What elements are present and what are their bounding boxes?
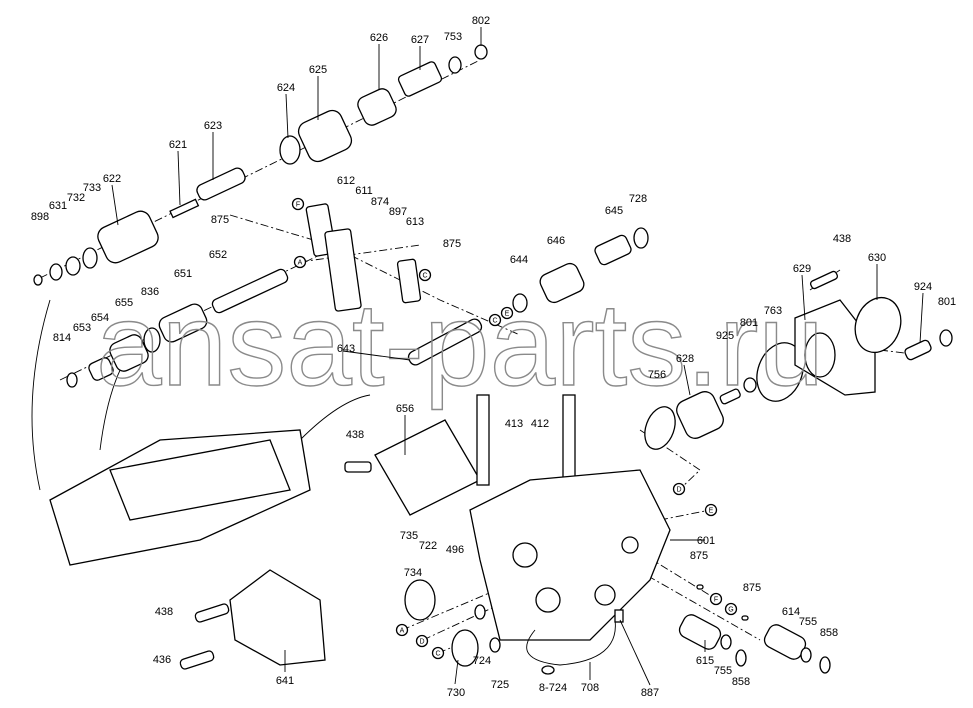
svg-text:C: C [435, 651, 440, 658]
svg-text:A: A [400, 628, 405, 635]
part-label[interactable]: 755 [714, 665, 732, 677]
ref-marker: D [415, 634, 429, 648]
svg-text:D: D [676, 487, 681, 494]
svg-text:C: C [492, 318, 497, 325]
part-label[interactable]: 643 [337, 343, 355, 355]
part-label[interactable]: 735 [400, 530, 418, 542]
ref-marker: C [431, 646, 445, 660]
part-label[interactable]: 725 [491, 679, 509, 691]
ref-marker: A [395, 623, 409, 637]
svg-text:D: D [419, 639, 424, 646]
part-label[interactable]: 875 [443, 238, 461, 250]
part-label[interactable]: 627 [411, 34, 429, 46]
part-label[interactable]: 753 [444, 31, 462, 43]
part-label[interactable]: 732 [67, 192, 85, 204]
part-label[interactable]: 625 [309, 64, 327, 76]
ref-marker: C [488, 313, 502, 327]
part-label[interactable]: 438 [833, 233, 851, 245]
part-label[interactable]: 438 [155, 606, 173, 618]
part-label[interactable]: 613 [406, 216, 424, 228]
part-label[interactable]: 763 [764, 305, 782, 317]
part-label[interactable]: 655 [115, 297, 133, 309]
part-label[interactable]: 925 [716, 330, 734, 342]
svg-text:C: C [422, 273, 427, 280]
part-labels: 802 626 627 753 625 624 623 621 622 733 … [31, 15, 956, 699]
part-label[interactable]: 656 [396, 403, 414, 415]
parts [33, 44, 953, 675]
part-label[interactable]: 801 [938, 296, 956, 308]
ref-marker: F [709, 592, 723, 606]
part-label[interactable]: 646 [547, 235, 565, 247]
part-label[interactable]: 496 [446, 544, 464, 556]
ref-marker: E [704, 503, 718, 517]
part-label[interactable]: 756 [648, 369, 666, 381]
part-label[interactable]: 623 [204, 120, 222, 132]
part-label[interactable]: 622 [103, 173, 121, 185]
part-label[interactable]: 858 [820, 627, 838, 639]
part-label[interactable]: 722 [419, 540, 437, 552]
part-label[interactable]: 836 [141, 286, 159, 298]
ref-marker: A [293, 255, 307, 269]
part-label[interactable]: 628 [676, 353, 694, 365]
part-label[interactable]: 644 [510, 254, 528, 266]
part-label[interactable]: 612 [337, 175, 355, 187]
part-label[interactable]: 875 [690, 550, 708, 562]
part-label[interactable]: 641 [276, 675, 294, 687]
part-label[interactable]: 436 [153, 654, 171, 666]
part-label[interactable]: 814 [53, 332, 71, 344]
part-label[interactable]: 653 [73, 322, 91, 334]
watermark: ansat-parts.ru [96, 279, 824, 411]
svg-text:E: E [505, 311, 510, 318]
part-label[interactable]: 624 [277, 82, 295, 94]
part-label[interactable]: 629 [793, 263, 811, 275]
part-label[interactable]: 611 [355, 185, 373, 197]
reference-letters: F A C C E D E F G A D C [291, 197, 738, 660]
label-leaders [111, 27, 924, 686]
svg-text:G: G [728, 607, 733, 614]
part-label[interactable]: 614 [782, 606, 800, 618]
svg-text:F: F [714, 597, 718, 604]
svg-text:F: F [296, 202, 300, 209]
part-label[interactable]: 924 [914, 281, 932, 293]
part-label[interactable]: 651 [174, 268, 192, 280]
part-label[interactable]: 654 [91, 312, 109, 324]
ref-marker: F [291, 197, 305, 211]
part-label[interactable]: 874 [371, 196, 389, 208]
part-label[interactable]: 755 [799, 616, 817, 628]
part-label[interactable]: 724 [473, 655, 491, 667]
part-label[interactable]: 630 [868, 252, 886, 264]
part-label[interactable]: 875 [743, 582, 761, 594]
part-label[interactable]: 801 [740, 317, 758, 329]
part-label[interactable]: 887 [641, 687, 659, 699]
ref-marker: C [418, 268, 432, 282]
part-label[interactable]: 898 [31, 211, 49, 223]
part-label[interactable]: 734 [404, 567, 422, 579]
part-label[interactable]: 626 [370, 32, 388, 44]
part-label[interactable]: 730 [447, 687, 465, 699]
part-label[interactable]: 412 [531, 418, 549, 430]
part-label[interactable]: 438 [346, 429, 364, 441]
part-label[interactable]: 858 [732, 676, 750, 688]
part-label[interactable]: 875 [211, 214, 229, 226]
part-label[interactable]: 601 [697, 535, 715, 547]
svg-text:E: E [709, 508, 714, 515]
part-label[interactable]: 413 [505, 418, 523, 430]
part-label[interactable]: 733 [83, 182, 101, 194]
part-label[interactable]: 802 [472, 15, 490, 27]
ref-marker: D [672, 482, 686, 496]
part-label[interactable]: 8-724 [539, 682, 567, 694]
ref-marker: G [724, 602, 738, 616]
part-label[interactable]: 708 [581, 682, 599, 694]
part-label[interactable]: 645 [605, 205, 623, 217]
part-label[interactable]: 652 [209, 249, 227, 261]
part-label[interactable]: 621 [169, 139, 187, 151]
part-label[interactable]: 897 [389, 206, 407, 218]
part-label[interactable]: 615 [696, 655, 714, 667]
part-label[interactable]: 631 [49, 200, 67, 212]
ref-marker: E [500, 306, 514, 320]
svg-text:A: A [298, 260, 303, 267]
part-label[interactable]: 728 [629, 193, 647, 205]
